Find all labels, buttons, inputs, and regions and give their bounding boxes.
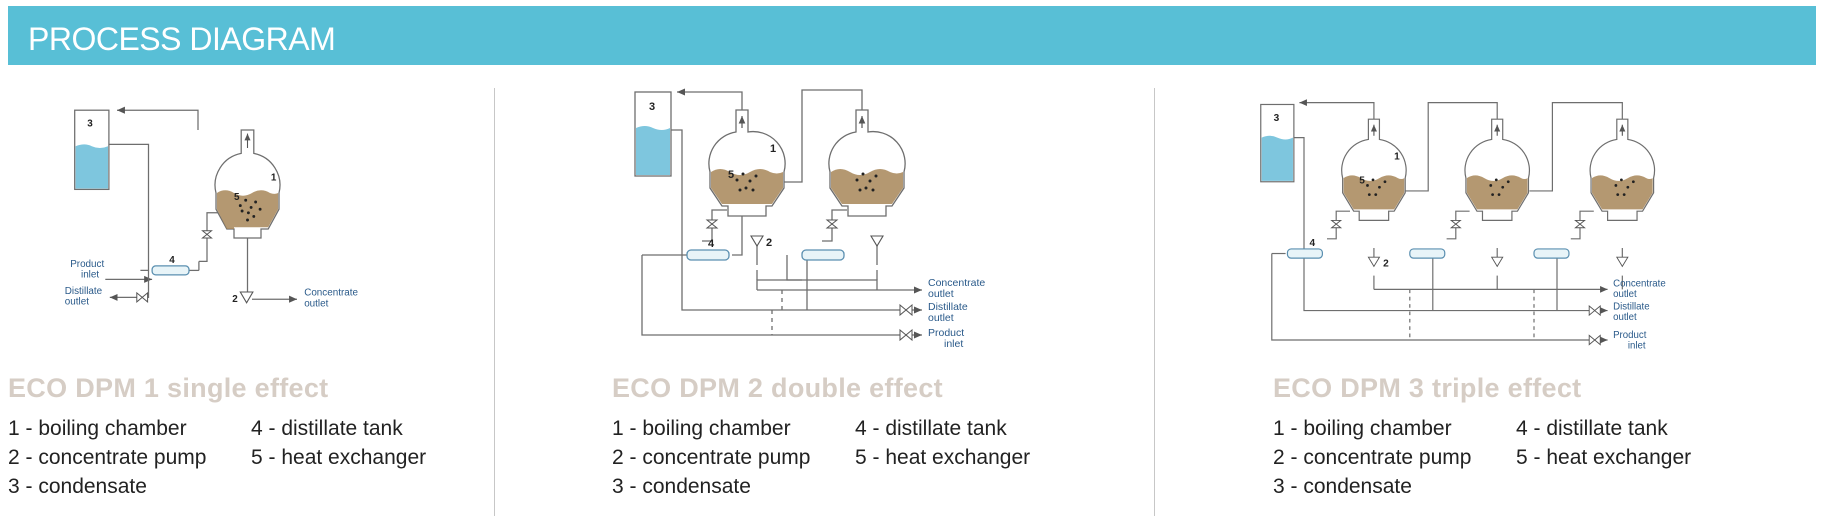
diagram-number: 1 xyxy=(271,172,277,183)
diagram-number: 3 xyxy=(87,118,93,129)
process-diagram-single: Product inlet Distillate outlet Concentr… xyxy=(65,106,359,309)
diagram-label: outlet xyxy=(1613,289,1637,300)
diagram-label: outlet xyxy=(928,312,954,324)
concentrate-pump xyxy=(1615,256,1629,268)
legend-item: 1 - boiling chamber xyxy=(1273,417,1452,440)
legend-item: 5 - heat exchanger xyxy=(1516,446,1692,469)
valve xyxy=(899,303,913,317)
diagram-number: 5 xyxy=(234,192,240,203)
legend-item: 5 - heat exchanger xyxy=(251,446,427,469)
diagram-label: Distillate xyxy=(928,301,968,313)
legend-item: 4 - distillate tank xyxy=(251,417,403,440)
valve xyxy=(1449,219,1462,229)
diagram-number: 2 xyxy=(232,294,238,305)
panel-single-effect: Product inlet Distillate outlet Concentr… xyxy=(8,80,568,520)
panel-divider xyxy=(494,88,495,516)
diagram-label: Concentrate xyxy=(928,277,985,289)
heat-exchanger-4 xyxy=(1286,248,1323,259)
diagram-label: inlet xyxy=(944,338,963,350)
panel-divider xyxy=(1154,88,1155,516)
diagram-number: 4 xyxy=(169,255,175,266)
concentrate-pump xyxy=(1367,256,1381,268)
header-bar: PROCESS DIAGRAM xyxy=(8,6,1816,65)
diagram-label: inlet xyxy=(81,270,99,281)
panel-title: ECO DPM 3 triple effect xyxy=(1273,373,1582,403)
diagram-label: Product xyxy=(1613,330,1647,341)
legend-item: 3 - condensate xyxy=(612,475,751,498)
heat-exchanger-4 xyxy=(686,249,730,261)
liquid-level xyxy=(216,190,279,229)
panel-triple-effect: Concentrate outlet Distillate outlet Pro… xyxy=(1260,80,1821,520)
diagram-label: outlet xyxy=(1613,312,1637,323)
heat-exchanger-4 xyxy=(801,249,845,261)
diagram-number: 3 xyxy=(649,101,655,113)
diagram-label: Concentrate xyxy=(1613,279,1666,290)
diagram-number: 2 xyxy=(766,237,772,249)
water-level xyxy=(75,144,108,189)
concentrate-pump xyxy=(750,235,764,248)
legend-item: 2 - concentrate pump xyxy=(8,446,207,469)
process-diagram-double: Concentrate outlet Distillate outlet Pro… xyxy=(634,88,985,350)
legend-item: 5 - heat exchanger xyxy=(855,446,1031,469)
diagram-label: inlet xyxy=(1628,340,1646,351)
heat-exchanger-4 xyxy=(151,265,190,276)
valve xyxy=(1588,334,1601,346)
concentrate-pump xyxy=(1490,256,1504,268)
valve xyxy=(1574,219,1586,229)
valve xyxy=(1330,219,1343,229)
diagram-label: Product xyxy=(70,259,104,270)
legend-item: 4 - distillate tank xyxy=(1516,417,1668,440)
legend-item: 3 - condensate xyxy=(1273,475,1412,498)
diagram-number: 4 xyxy=(708,238,715,250)
valve xyxy=(201,230,213,239)
diagram-number: 4 xyxy=(1310,238,1316,249)
heat-exchanger-4 xyxy=(1533,248,1570,259)
diagram-label: outlet xyxy=(304,298,328,309)
diagram-number: 3 xyxy=(1274,113,1280,124)
diagram-label: Concentrate xyxy=(304,288,358,299)
legend-item: 1 - boiling chamber xyxy=(8,417,187,440)
diagram-number: 1 xyxy=(1394,152,1400,163)
diagram-label: Distillate xyxy=(1613,302,1650,313)
valve xyxy=(899,328,913,342)
diagram-number: 2 xyxy=(1383,258,1389,269)
panel-double-effect: Concentrate outlet Distillate outlet Pro… xyxy=(612,80,1172,520)
valve xyxy=(825,219,839,229)
valve xyxy=(705,219,719,229)
valve xyxy=(1588,304,1601,317)
panel-title: ECO DPM 1 single effect xyxy=(8,373,329,403)
legend-item: 3 - condensate xyxy=(8,475,147,498)
diagram-number: 1 xyxy=(770,143,776,155)
legend-item: 1 - boiling chamber xyxy=(612,417,791,440)
heat-exchanger-4 xyxy=(1409,248,1446,259)
diagram-number: 5 xyxy=(1359,176,1365,187)
panel-title: ECO DPM 2 double effect xyxy=(612,373,943,403)
concentrate-pump xyxy=(239,291,254,304)
concentrate-pump xyxy=(870,235,884,248)
valve xyxy=(136,291,149,303)
diagram-label: outlet xyxy=(65,297,89,308)
diagram-label: Distillate xyxy=(65,286,103,297)
legend-item: 2 - concentrate pump xyxy=(612,446,811,469)
diagram-number: 5 xyxy=(728,169,734,181)
page-title: PROCESS DIAGRAM xyxy=(28,21,336,57)
process-diagram-triple: Concentrate outlet Distillate outlet Pro… xyxy=(1260,99,1666,351)
legend-item: 2 - concentrate pump xyxy=(1273,446,1472,469)
diagram-label: outlet xyxy=(928,288,954,300)
diagram-label: Product xyxy=(928,327,964,339)
legend-item: 4 - distillate tank xyxy=(855,417,1007,440)
